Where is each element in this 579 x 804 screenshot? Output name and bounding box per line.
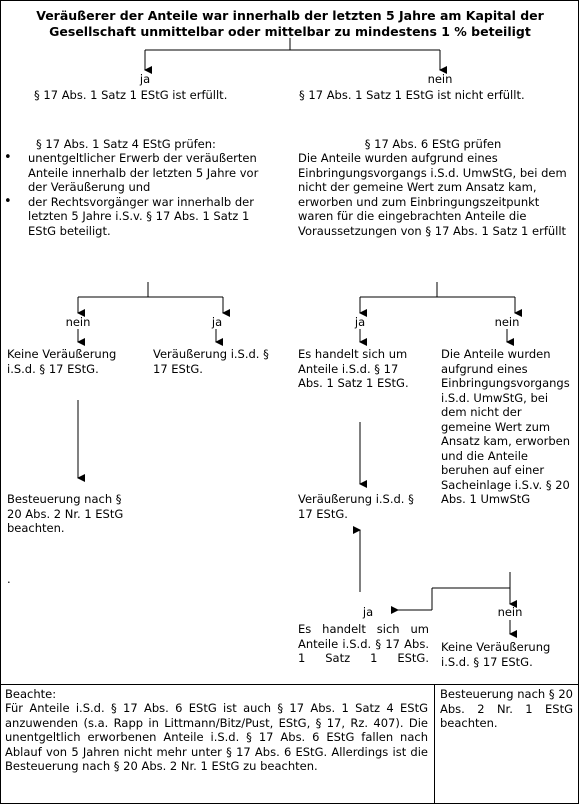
level1-ja-text: § 17 Abs. 1 Satz 1 EStG ist erfüllt.	[34, 88, 228, 102]
sub-ja-text: Es handelt sich um Anteile i.S.d. § 17 A…	[298, 622, 429, 665]
right-ja-result: Veräußerung i.S.d. § 17 EStG.	[298, 492, 414, 521]
right-check-text: Die Anteile wurden aufgrund eines Einbri…	[298, 151, 567, 238]
left-check-bullet-2: der Rechtsvorgänger war innerhalb der le…	[0, 195, 288, 239]
diagram-title: Veräußerer der Anteile war innerhalb der…	[36, 8, 544, 39]
footer-text: Für Anteile i.S.d. § 17 Abs. 6 EStG ist …	[5, 701, 428, 773]
sub-nein-text: Keine Veräußerung i.S.d. § 17 EStG.	[441, 640, 551, 669]
sub-nein-label: nein	[497, 605, 523, 619]
left-result-text: Besteuerung nach § 20 Abs. 2 Nr. 1 EStG …	[7, 492, 124, 535]
footer-divider-vertical	[434, 684, 435, 804]
left-ja-label: ja	[211, 315, 223, 329]
level1-nein-label: nein	[427, 72, 453, 86]
left-nein-text: Keine Veräußerung i.S.d. § 17 EStG.	[7, 347, 117, 376]
right-check-title: § 17 Abs. 6 EStG prüfen	[364, 137, 502, 151]
left-nein-label: nein	[65, 315, 91, 329]
sub-ja-label: ja	[362, 605, 374, 619]
left-check-bullet-1: unentgeltlicher Erwerb der veräußerten A…	[0, 151, 288, 195]
footer-side-text: Besteuerung nach § 20 Abs. 2 Nr. 1 EStG …	[440, 687, 573, 730]
right-nein-text: Die Anteile wurden aufgrund eines Einbri…	[441, 347, 571, 506]
left-dot: .	[7, 572, 11, 586]
right-ja-text: Es handelt sich um Anteile i.S.d. § 17 A…	[298, 347, 409, 390]
left-check-title: § 17 Abs. 1 Satz 4 EStG prüfen:	[36, 137, 216, 151]
level1-nein-text: § 17 Abs. 1 Satz 1 EStG ist nicht erfüll…	[299, 88, 525, 102]
left-ja-text: Veräußerung i.S.d. § 17 EStG.	[153, 347, 269, 376]
level1-ja-label: ja	[139, 72, 151, 86]
right-ja-label: ja	[354, 315, 366, 329]
footer-divider-horizontal	[0, 684, 579, 685]
left-check-bullets: unentgeltlicher Erwerb der veräußerten A…	[0, 151, 288, 238]
right-nein-label: nein	[494, 315, 520, 329]
footer-heading: Beachte:	[5, 687, 57, 701]
